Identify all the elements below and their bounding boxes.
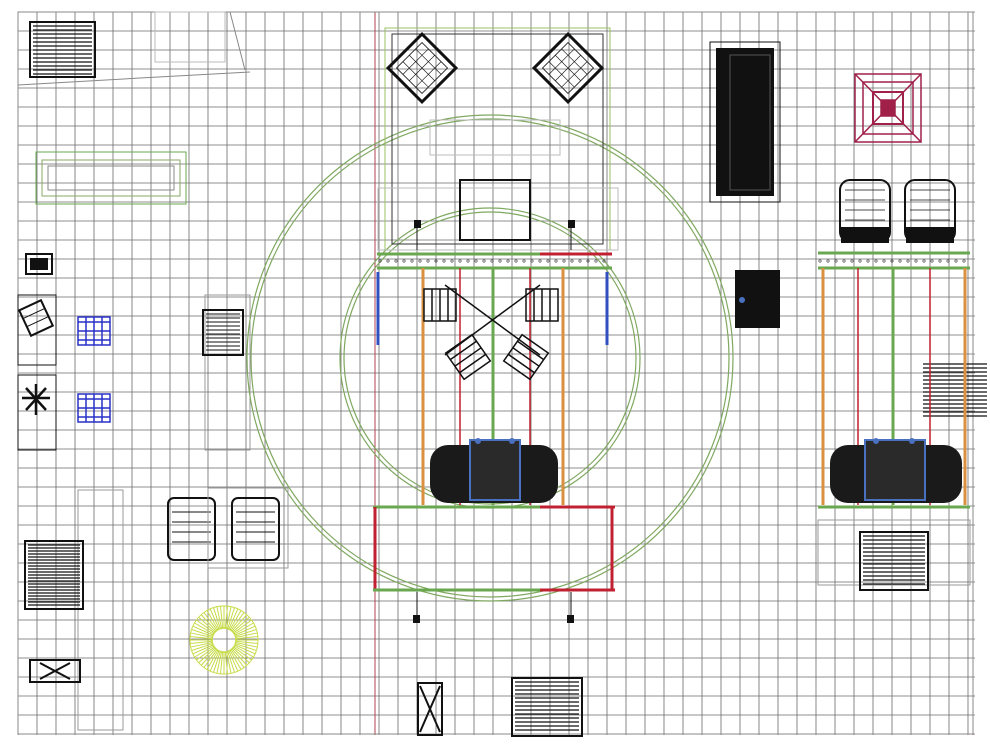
sofa-icon	[830, 438, 962, 503]
light-fixture-icon	[413, 592, 574, 623]
small-table-icon	[25, 253, 53, 275]
double-bed-icon	[29, 21, 96, 78]
double-bed-icon	[24, 540, 84, 610]
light-fixture-icon	[414, 220, 575, 250]
armchair-icon	[202, 309, 244, 356]
speaker-icon	[531, 31, 605, 105]
sofa-icon	[430, 438, 558, 503]
truss-dots	[378, 259, 966, 592]
armchair-icon	[77, 316, 111, 423]
chair-outline	[207, 487, 289, 569]
armchair-icon	[459, 179, 987, 417]
armchair-icon	[839, 179, 956, 243]
truss-frame	[818, 251, 970, 509]
door-icon	[417, 682, 443, 736]
double-bed-icon	[511, 677, 583, 737]
truss-frame	[373, 505, 615, 592]
bench-icon	[35, 151, 187, 205]
crate-icon	[29, 659, 81, 683]
armchair-icon	[167, 497, 280, 561]
speaker-icon	[385, 31, 459, 105]
piano-icon	[709, 41, 781, 203]
double-bed-icon	[859, 531, 929, 591]
chair-column	[17, 294, 57, 451]
right-platform	[817, 519, 971, 586]
room-outlines	[17, 11, 974, 735]
magenta-fixture-icon	[854, 73, 922, 143]
round-stage	[246, 114, 734, 602]
plant-icon	[189, 605, 259, 675]
chair-cluster	[423, 284, 559, 381]
cabinet-icon	[735, 270, 780, 328]
upper-stage-platform	[377, 27, 619, 251]
